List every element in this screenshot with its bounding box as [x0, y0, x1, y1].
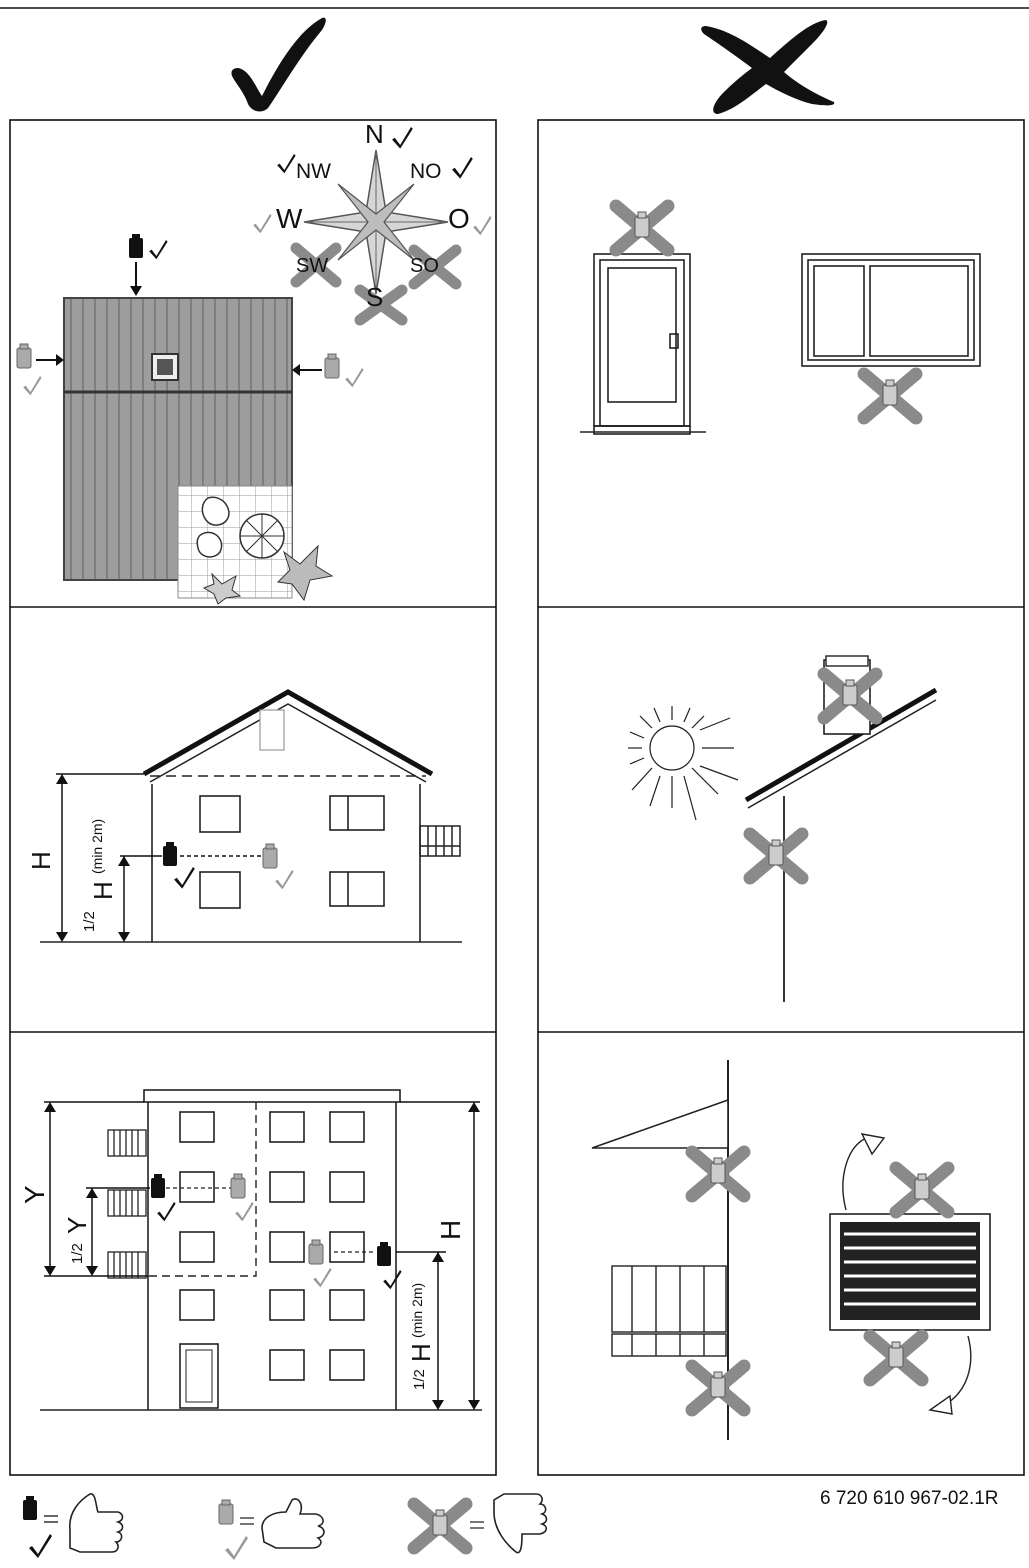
bad-placement-icon	[896, 1168, 948, 1212]
thumbs-up-icon	[69, 1493, 124, 1553]
min-2m-label-2: (min 2m)	[409, 1283, 425, 1338]
half-label: 1/2	[81, 911, 98, 932]
compass-se-label: SO	[410, 255, 439, 277]
panel-sun-roof	[628, 655, 938, 1002]
half-h-prefix: 1/2	[411, 1369, 428, 1390]
bad-placement-icon	[692, 1152, 744, 1196]
y-label: Y	[19, 1185, 50, 1204]
bad-placement-icon	[870, 1336, 922, 1380]
legend-bad-icon	[414, 1493, 548, 1554]
half-y-prefix: 1/2	[69, 1243, 86, 1264]
bad-placement-icon	[692, 1366, 744, 1410]
half-y-label: Y	[62, 1217, 92, 1234]
panel-orientation: N NW NO W O SW SO S	[16, 119, 492, 605]
compass-e-label: O	[448, 203, 470, 234]
half-height-label: H	[88, 881, 118, 900]
sun-icon	[628, 706, 739, 821]
panel-obstacles	[591, 1060, 991, 1440]
compass-n-label: N	[365, 119, 384, 149]
bad-placement-icon	[864, 374, 916, 418]
compass-nw-label: NW	[296, 160, 331, 183]
panel-building-height: Y 1/2 Y H 1/2 H (min 2m)	[19, 1089, 482, 1411]
thumbs-sideways-icon	[261, 1498, 325, 1549]
panel-house-height: H 1/2 H (min 2m)	[26, 689, 462, 943]
left-column-frame	[9, 119, 497, 1476]
compass-s-label: S	[366, 282, 383, 312]
min-2m-label: (min 2m)	[89, 819, 105, 874]
compass-ne-label: NO	[410, 160, 442, 183]
legend-fair-icon	[218, 1498, 325, 1560]
compass-sw-label: SW	[296, 255, 328, 277]
height-label: H	[26, 851, 56, 870]
big-cross-icon	[701, 20, 835, 114]
thumbs-down-icon	[493, 1493, 548, 1554]
big-checkmark-icon	[231, 17, 326, 112]
building-height-label: H	[435, 1220, 466, 1240]
panel-door-window	[580, 253, 981, 435]
bad-placement-icon	[616, 206, 668, 250]
document-code: 6 720 610 967-02.1R	[820, 1488, 999, 1509]
legend	[23, 1493, 548, 1560]
bad-placement-icon	[750, 834, 802, 878]
legend-good-icon	[23, 1493, 124, 1558]
right-column-frame	[537, 119, 1025, 1476]
compass-rose-icon	[303, 149, 449, 295]
half-h-label: H	[406, 1343, 436, 1362]
compass-w-label: W	[276, 203, 303, 234]
